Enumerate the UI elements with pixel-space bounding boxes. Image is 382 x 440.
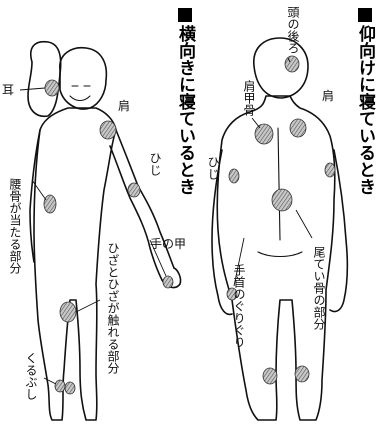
- title-side-lying: 横向きに寝ているとき: [176, 25, 194, 195]
- label-back-of-head: 頭の後ろ: [286, 6, 299, 54]
- label-wrist: 手首のぐりぐり: [232, 264, 245, 348]
- label-elbow-back: ひじ: [206, 156, 219, 180]
- label-elbow-side: ひじ: [148, 152, 161, 176]
- spot-back-of-head: [285, 56, 299, 72]
- side-lying-figure: [28, 42, 181, 420]
- title-marker-back: [358, 8, 372, 22]
- spot-ankle-left: [55, 380, 65, 392]
- spot-elbow-back-right: [325, 163, 335, 177]
- label-shoulder-side: 肩: [118, 100, 130, 112]
- spot-heel-left: [263, 368, 277, 384]
- spot-hand: [163, 276, 173, 288]
- spot-shoulder-back: [290, 119, 306, 137]
- spot-elbow-side: [128, 183, 140, 197]
- spot-elbow-back: [229, 169, 239, 183]
- spot-knees: [60, 302, 76, 322]
- spot-hip: [44, 195, 56, 213]
- label-shoulder-back: 肩: [322, 90, 334, 102]
- pillow: [28, 42, 61, 117]
- title-marker-side: [178, 8, 192, 22]
- leader-lines: [20, 58, 312, 384]
- label-ankle: くるぶし: [24, 352, 37, 400]
- title-back-lying: 仰向けに寝ているとき: [356, 25, 374, 195]
- spot-tailbone: [272, 189, 292, 211]
- spot-shoulder-side: [100, 121, 116, 139]
- label-knees: ひざとひざが触れる部分: [106, 242, 119, 374]
- label-hip-bone: 腰骨が当たる部分: [8, 178, 21, 274]
- spot-shoulder-blade: [255, 124, 273, 144]
- label-ear: 耳: [2, 84, 14, 96]
- label-tailbone: 尾てい骨の部分: [312, 246, 325, 330]
- spot-ear: [45, 80, 59, 96]
- label-back-of-hand: 手の甲: [150, 238, 186, 250]
- label-shoulder-blade: 肩甲骨: [242, 80, 255, 116]
- side-torso: [34, 108, 116, 420]
- spot-heel-right: [295, 366, 309, 382]
- spot-ankle-right: [65, 382, 75, 394]
